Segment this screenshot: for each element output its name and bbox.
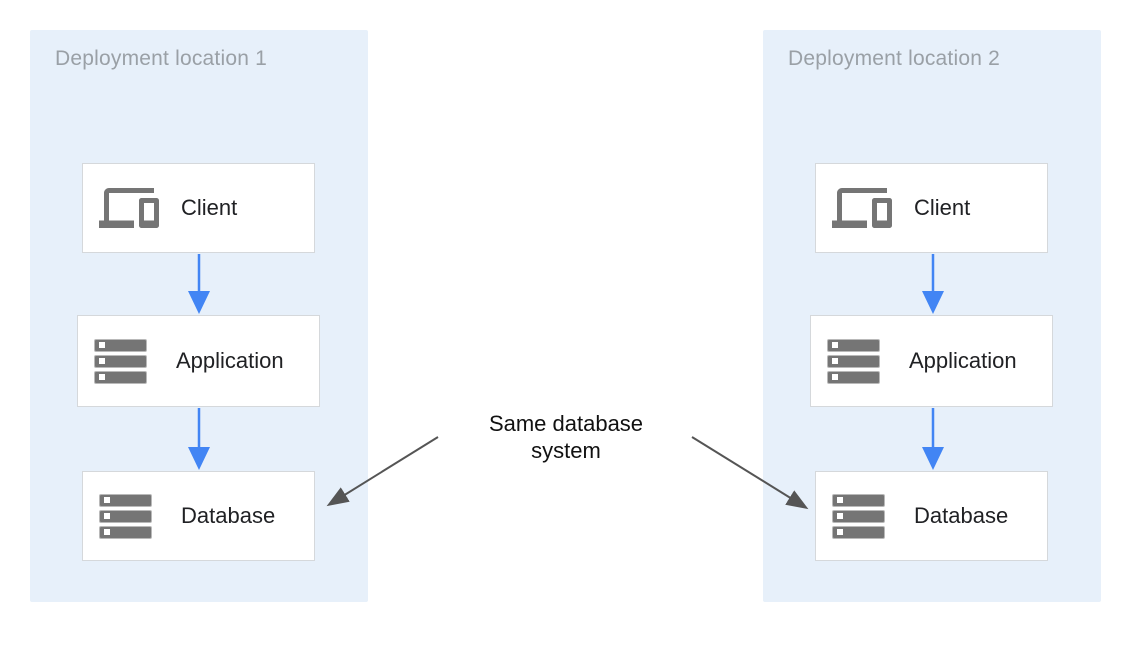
devices-icon	[99, 178, 161, 238]
server-stack-icon	[832, 493, 894, 539]
database-node-2: Database	[815, 471, 1048, 561]
application-node-2: Application	[810, 315, 1053, 407]
server-stack-icon	[99, 493, 161, 539]
annotation-line-2: system	[531, 438, 601, 463]
panel-title-2: Deployment location 2	[788, 47, 1000, 70]
node-label: Client	[914, 195, 971, 220]
same-database-annotation: Same database system	[446, 410, 686, 464]
server-stack-icon	[827, 338, 889, 384]
server-stack-icon	[94, 338, 156, 384]
panel-title-1: Deployment location 1	[55, 47, 267, 70]
client-node-2: Client	[815, 163, 1048, 253]
node-label: Application	[176, 348, 284, 373]
devices-icon	[832, 178, 894, 238]
node-label: Database	[914, 503, 1009, 528]
deployment-location-1-panel: Deployment location 1 Client Application…	[30, 30, 368, 602]
node-label: Client	[181, 195, 238, 220]
database-node-1: Database	[82, 471, 315, 561]
node-label: Application	[909, 348, 1017, 373]
annotation-line-1: Same database	[488, 411, 644, 436]
client-node-1: Client	[82, 163, 315, 253]
application-node-1: Application	[77, 315, 320, 407]
deployment-location-2-panel: Deployment location 2 Client Application…	[763, 30, 1101, 602]
node-label: Database	[181, 503, 276, 528]
